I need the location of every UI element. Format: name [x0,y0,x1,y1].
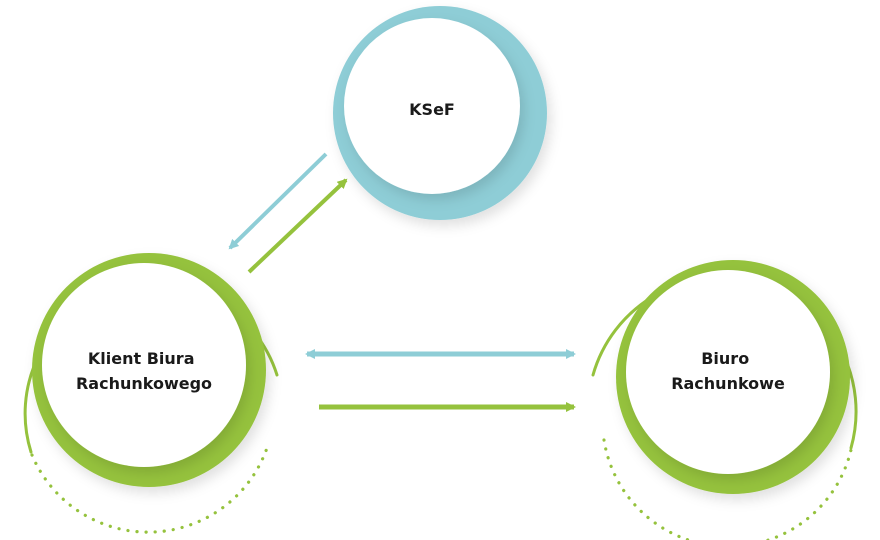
ksef-label-line-1: KSeF [409,100,455,119]
client-label-line-1: Klient Biura [88,349,195,368]
office-label-line-2: Rachunkowe [671,374,785,393]
client-dotted-arc [30,443,270,534]
office-inner-circle [626,270,830,474]
client-label: Klient Biura Rachunkowego [76,349,212,393]
arrow-ksef-to-client [228,152,328,250]
arrows [228,152,576,412]
office-label: Biuro Rachunkowe [671,349,785,393]
ksef-node: KSeF [333,6,547,220]
client-node: Klient Biura Rachunkowego [23,253,279,534]
office-label-line-1: Biuro [701,349,749,368]
ksef-label: KSeF [409,100,455,119]
client-label-line-2: Rachunkowego [76,374,212,393]
office-node: Biuro Rachunkowe [591,260,858,540]
ksef-inner-circle [344,18,520,194]
arrow-client-to-ksef [247,178,348,274]
client-inner-circle [42,263,246,467]
